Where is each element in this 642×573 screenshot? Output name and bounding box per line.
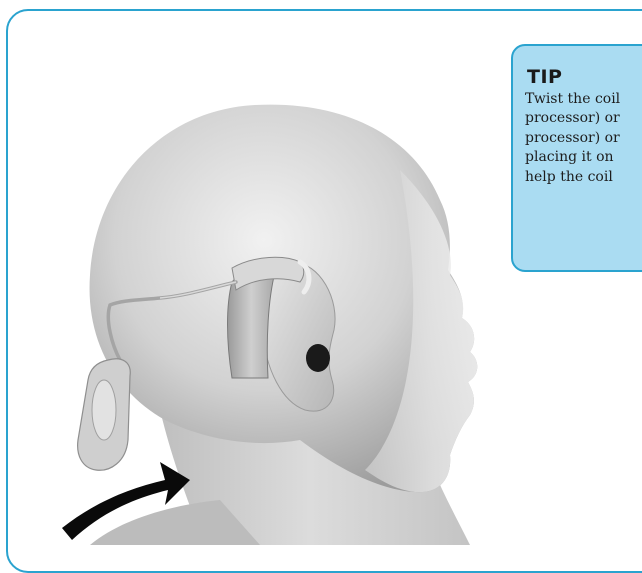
tip-line: Twist the coil: [525, 90, 642, 109]
tip-callout: TIP Twist the coil processor) or process…: [511, 44, 642, 272]
tip-line: help the coil: [525, 168, 642, 187]
tip-title: TIP: [527, 66, 642, 88]
tip-body: Twist the coil processor) or processor) …: [525, 90, 642, 187]
earpiece-icon: [306, 344, 330, 372]
tip-line: placing it on: [525, 148, 642, 167]
tip-line: processor) or: [525, 129, 642, 148]
tip-line: processor) or: [525, 109, 642, 128]
